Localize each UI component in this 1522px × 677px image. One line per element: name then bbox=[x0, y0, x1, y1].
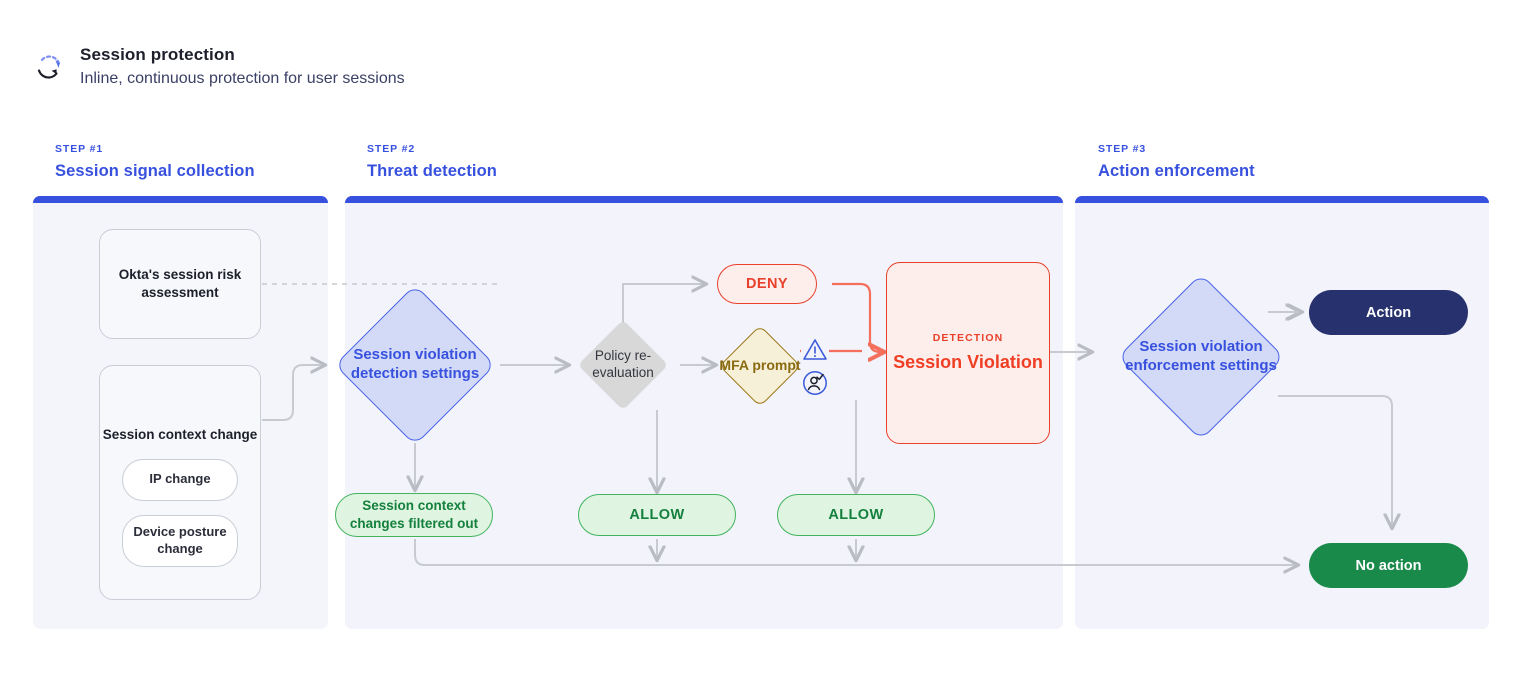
session-context-change-card: Session context change IP change Device … bbox=[99, 365, 261, 600]
detection-kicker: DETECTION bbox=[932, 332, 1004, 345]
step-3-title: Action enforcement bbox=[1098, 162, 1255, 180]
allow-label-1: ALLOW bbox=[629, 507, 685, 523]
page-subtitle: Inline, continuous protection for user s… bbox=[80, 70, 405, 88]
step-1-kicker: STEP #1 bbox=[55, 143, 104, 155]
step-1-title: Session signal collection bbox=[55, 162, 255, 180]
step-1-header: STEP #1 Session signal collection bbox=[55, 143, 255, 181]
no-action-pill: No action bbox=[1309, 543, 1468, 588]
policy-re-evaluation-label: Policy re-evaluation bbox=[592, 348, 654, 380]
okta-session-risk-label: Okta's session risk assessment bbox=[118, 266, 242, 300]
session-context-filtered-pill: Session context changes filtered out bbox=[335, 493, 493, 537]
session-refresh-icon bbox=[32, 49, 66, 83]
ip-change-label: IP change bbox=[149, 471, 211, 487]
mfa-prompt-label: MFA prompt bbox=[719, 357, 801, 374]
device-posture-change-pill: Device posture change bbox=[122, 514, 238, 567]
step-2-kicker: STEP #2 bbox=[367, 143, 416, 155]
step-3-header: STEP #3 Action enforcement bbox=[1098, 143, 1255, 181]
action-pill: Action bbox=[1309, 290, 1468, 335]
deny-pill: DENY bbox=[717, 264, 817, 304]
allow-pill-1: ALLOW bbox=[578, 494, 736, 536]
action-label: Action bbox=[1365, 304, 1412, 321]
okta-session-risk-card: Okta's session risk assessment bbox=[99, 229, 261, 339]
session-violation-detection-settings-diamond[interactable]: Session violation detection settings bbox=[334, 284, 496, 446]
session-context-change-label: Session context change bbox=[102, 427, 258, 443]
session-violation-detection-settings-label: Session violation detection settings bbox=[350, 346, 480, 382]
page-title: Session protection bbox=[80, 45, 235, 64]
mfa-prompt-diamond[interactable]: MFA prompt bbox=[718, 324, 802, 408]
allow-label-2: ALLOW bbox=[828, 507, 884, 523]
diagram-header: Session protection Inline, continuous pr… bbox=[32, 45, 405, 90]
device-posture-change-label: Device posture change bbox=[133, 523, 227, 556]
allow-pill-2: ALLOW bbox=[777, 494, 935, 536]
step-2-header: STEP #2 Threat detection bbox=[367, 143, 497, 181]
detection-title: Session Violation bbox=[893, 352, 1043, 373]
session-violation-detection-box: DETECTION Session Violation bbox=[886, 262, 1050, 444]
step-2-title: Threat detection bbox=[367, 162, 497, 180]
user-check-icon bbox=[802, 370, 828, 401]
session-context-filtered-label: Session context changes filtered out bbox=[349, 498, 479, 531]
no-action-label: No action bbox=[1355, 557, 1422, 574]
session-violation-enforcement-settings-diamond[interactable]: Session violation enforcement settings bbox=[1117, 273, 1285, 441]
ip-change-pill: IP change bbox=[122, 458, 238, 501]
policy-re-evaluation-diamond[interactable]: Policy re-evaluation bbox=[577, 319, 669, 411]
session-violation-enforcement-settings-label: Session violation enforcement settings bbox=[1125, 338, 1277, 374]
warning-triangle-icon bbox=[801, 336, 829, 367]
step-3-kicker: STEP #3 bbox=[1098, 143, 1147, 155]
deny-label: DENY bbox=[746, 276, 788, 292]
